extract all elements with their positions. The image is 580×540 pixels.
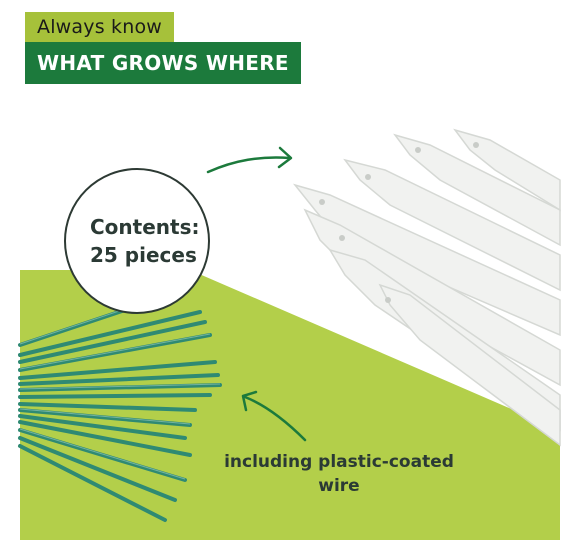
stake-holes — [319, 142, 479, 303]
contents-badge: Contents: 25 pieces — [64, 168, 210, 314]
arrow-to-wire-icon — [241, 390, 307, 442]
wire-caption: including plastic-coated wire — [224, 452, 454, 496]
contents-count: 25 pieces — [90, 243, 197, 267]
plant-stakes — [292, 128, 561, 447]
headline-line-1: Always know — [25, 12, 175, 42]
headline-line-2: WHAT GROWS WHERE — [25, 42, 301, 84]
contents-label: Contents: — [90, 215, 200, 239]
arrow-to-stakes-icon — [206, 146, 293, 174]
